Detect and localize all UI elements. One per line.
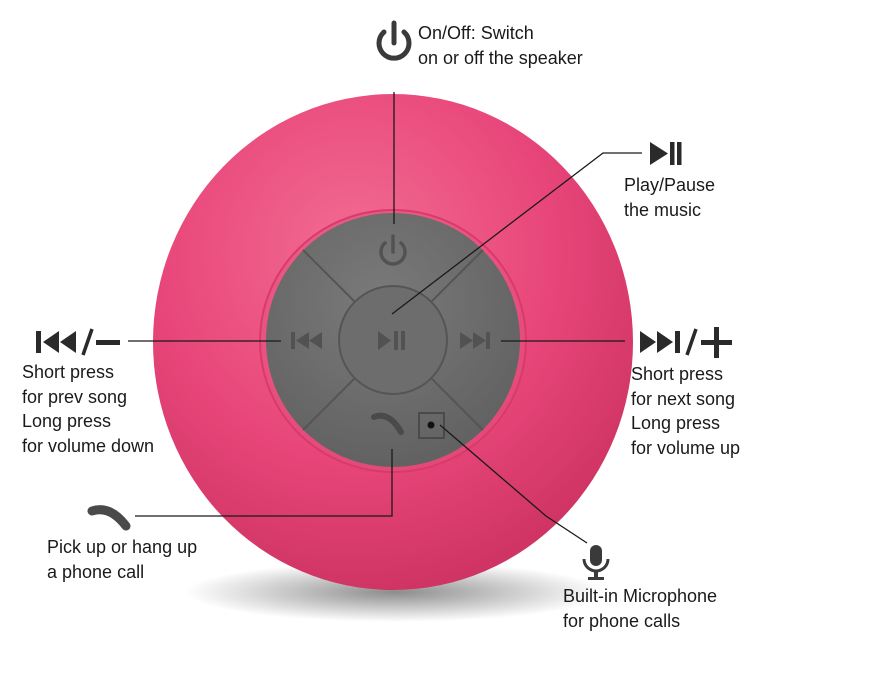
- mic-label-line-2: for phone calls: [563, 610, 681, 631]
- pad-play-pause-icon[interactable]: [378, 331, 405, 350]
- pad-next-icon[interactable]: [460, 332, 490, 349]
- power-label-line-1: On/Off: Switch: [418, 23, 534, 43]
- play-pause-label: Play/Pause the music: [624, 173, 715, 222]
- pad-phone-icon[interactable]: [371, 412, 404, 435]
- next-label: Short press for next song Long press for…: [631, 362, 740, 460]
- phone-label: Pick up or hang up a phone call: [47, 535, 197, 584]
- mic-label: Built-in Microphone for phone calls: [563, 584, 717, 633]
- microphone-icon: [582, 545, 610, 580]
- next-label-line-1: Short press: [631, 364, 724, 384]
- next-label-line-4: for volume up: [631, 437, 741, 458]
- prev-label-line-2: for prev song: [22, 386, 128, 407]
- play-pause-label-line-1: Play/Pause: [624, 175, 716, 195]
- next-label-line-3: Long press: [631, 413, 721, 433]
- leader-lines: [128, 92, 642, 544]
- pad-power-icon[interactable]: [379, 234, 407, 266]
- speaker-shadow: [185, 562, 605, 622]
- mic-label-line-1: Built-in Microphone: [563, 586, 718, 606]
- power-label-line-2: on or off the speaker: [418, 47, 583, 68]
- power-label: On/Off: Switch on or off the speaker: [418, 21, 583, 70]
- pad-previous-icon[interactable]: [291, 332, 322, 349]
- next-label-line-2: for next song: [631, 388, 736, 409]
- play-pause-icon: [650, 142, 682, 165]
- phone-label-line-2: a phone call: [47, 561, 145, 582]
- phone-label-line-1: Pick up or hang up: [47, 537, 198, 557]
- control-pad: [266, 213, 520, 467]
- center-button[interactable]: [338, 285, 448, 395]
- prev-label-line-3: Long press: [22, 411, 112, 431]
- play-pause-label-line-2: the music: [624, 199, 702, 220]
- phone-handset-icon: [87, 505, 131, 531]
- prev-label-line-4: for volume down: [22, 435, 155, 456]
- prev-label: Short press for prev song Long press for…: [22, 360, 154, 458]
- next-track-plus-icon: [640, 327, 732, 358]
- pad-mic-hole: [418, 412, 445, 439]
- power-icon: [376, 20, 412, 61]
- previous-track-minus-icon: [36, 328, 120, 356]
- prev-label-line-1: Short press: [22, 362, 115, 382]
